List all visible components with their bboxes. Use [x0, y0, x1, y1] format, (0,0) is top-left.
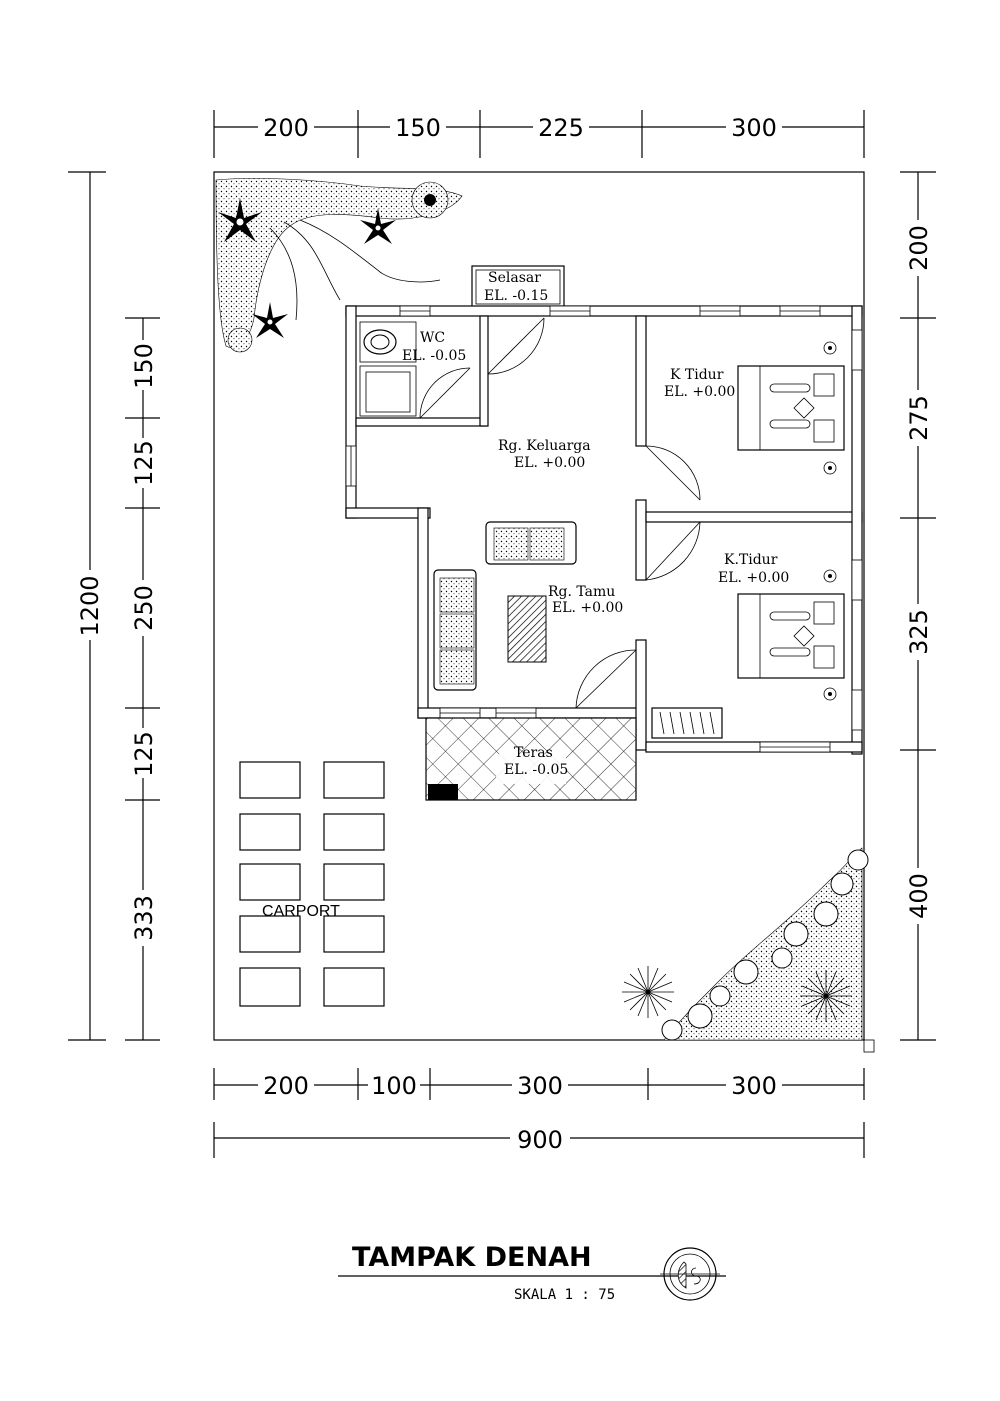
plot-boundary — [213, 171, 865, 1041]
label-wc: WC — [420, 330, 445, 346]
bed-icon — [737, 593, 845, 679]
nightstand-icon — [823, 341, 837, 355]
label-selasar-el: EL. -0.15 — [484, 288, 548, 304]
sofa-icon — [433, 569, 477, 691]
dim-top-4: 300 — [731, 114, 777, 142]
left-total-dimension: 1200 — [68, 171, 106, 1041]
drawing-title: TAMPAK DENAH — [352, 1242, 592, 1273]
dim-right-3: 325 — [905, 609, 933, 655]
dim-bottom-3: 300 — [517, 1072, 563, 1100]
dim-left-3: 250 — [130, 585, 158, 631]
label-k-tidur-2-el: EL. +0.00 — [718, 570, 789, 586]
nightstand-icon — [823, 461, 837, 475]
garden-top-left — [215, 178, 463, 353]
nightstand-icon — [823, 687, 837, 701]
wc-fixtures — [359, 321, 417, 417]
bed-icon — [737, 365, 845, 451]
coffee-table-icon — [507, 595, 547, 663]
dim-top-1: 200 — [263, 114, 309, 142]
left-segment-dimensions: 150 125 250 125 333 — [125, 317, 160, 1041]
label-k-tidur-1-el: EL. +0.00 — [664, 384, 735, 400]
label-teras-el: EL. -0.05 — [504, 762, 568, 778]
label-carport: CARPORT — [262, 903, 340, 920]
drawing-scale: SKALA 1 : 75 — [514, 1287, 615, 1303]
label-selasar: Selasar — [488, 270, 541, 286]
starburst-plant-icon — [622, 966, 674, 1018]
palm-plant-icon — [252, 302, 288, 338]
dim-bottom-4: 300 — [731, 1072, 777, 1100]
palm-plant-icon — [218, 198, 262, 242]
sofa-icon — [485, 521, 577, 565]
shrub-icon — [411, 181, 449, 219]
label-k-tidur-2: K.Tidur — [724, 552, 778, 568]
dim-left-2: 125 — [130, 440, 158, 486]
top-dimension-line: 200 150 225 300 — [213, 110, 865, 158]
label-wc-el: EL. -0.05 — [402, 348, 466, 364]
label-rg-keluarga: Rg. Keluarga — [498, 438, 591, 454]
house-walls — [345, 265, 863, 755]
nightstand-icon — [823, 569, 837, 583]
dim-left-1: 150 — [130, 343, 158, 389]
dim-right-4: 400 — [905, 873, 933, 919]
label-rg-tamu-el: EL. +0.00 — [552, 600, 623, 616]
label-k-tidur-1: K Tidur — [670, 367, 724, 383]
palm-plant-icon — [360, 208, 396, 244]
north-arrow-icon — [660, 1247, 720, 1301]
label-rg-tamu: Rg. Tamu — [548, 584, 615, 600]
bottom-dimensions: 200 100 300 300 900 — [213, 1068, 865, 1158]
carport-pavers — [239, 761, 385, 1007]
label-teras: Teras — [514, 745, 553, 761]
dim-bottom-total: 900 — [517, 1126, 563, 1154]
dim-left-5: 333 — [130, 895, 158, 941]
dim-right-2: 275 — [905, 395, 933, 441]
dim-bottom-2: 100 — [371, 1072, 417, 1100]
dim-top-2: 150 — [395, 114, 441, 142]
right-dimensions: 200 275 325 400 — [900, 171, 936, 1041]
label-rg-keluarga-el: EL. +0.00 — [514, 455, 585, 471]
wardrobe-icon — [651, 707, 723, 739]
dim-bottom-1: 200 — [263, 1072, 309, 1100]
dim-left-total: 1200 — [76, 575, 104, 636]
dim-left-4: 125 — [130, 731, 158, 777]
starburst-plant-icon — [800, 970, 852, 1022]
garden-bottom-right — [622, 847, 869, 1041]
dim-right-1: 200 — [905, 225, 933, 271]
dim-top-3: 225 — [538, 114, 584, 142]
